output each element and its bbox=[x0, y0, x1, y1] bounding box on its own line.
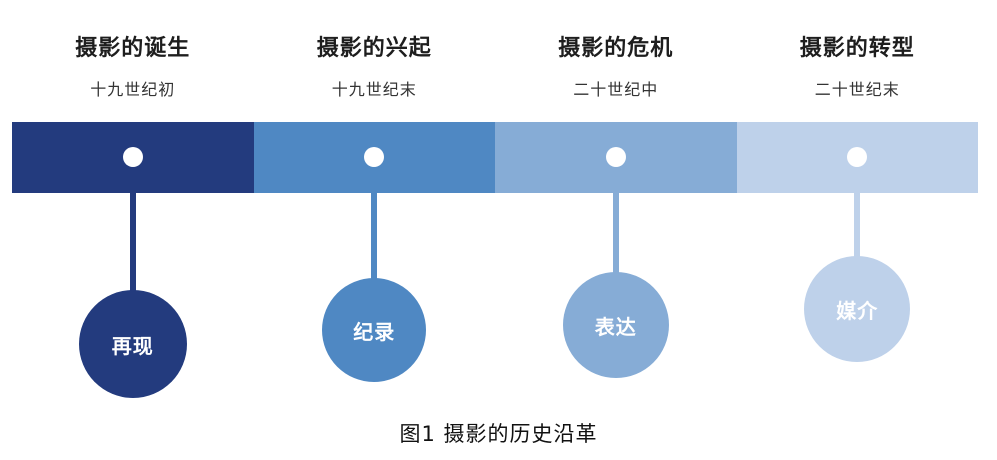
stage-period: 十九世纪末 bbox=[331, 80, 417, 99]
timeline-dot bbox=[847, 147, 868, 167]
history-timeline: 摄影的诞生 十九世纪初 再现 摄影的兴起 十九世纪末 纪录 摄影的危机 二十世纪… bbox=[12, 0, 978, 405]
stage-period: 二十世纪中 bbox=[573, 80, 659, 99]
keyword-circle: 媒介 bbox=[804, 256, 911, 362]
keyword-circle: 纪录 bbox=[322, 278, 427, 382]
stage-birth: 摄影的诞生 十九世纪初 再现 bbox=[12, 0, 254, 405]
timeline-dot bbox=[605, 147, 626, 167]
figure-caption: 图1 摄影的历史沿革 bbox=[399, 422, 598, 446]
keyword-label: 再现 bbox=[111, 333, 154, 358]
keyword-label: 媒介 bbox=[836, 298, 879, 323]
connector-line bbox=[129, 193, 136, 305]
keyword-label: 表达 bbox=[594, 314, 637, 339]
stage-title: 摄影的转型 bbox=[799, 36, 915, 61]
stage-period: 十九世纪初 bbox=[90, 80, 176, 99]
stage-period: 二十世纪末 bbox=[814, 80, 900, 99]
stage-title: 摄影的危机 bbox=[558, 36, 674, 61]
stage-rise: 摄影的兴起 十九世纪末 纪录 bbox=[253, 0, 495, 405]
keyword-label: 纪录 bbox=[353, 319, 396, 344]
stage-crisis: 摄影的危机 二十世纪中 表达 bbox=[495, 0, 737, 405]
keyword-circle: 再现 bbox=[78, 290, 187, 398]
keyword-circle: 表达 bbox=[562, 272, 669, 378]
stage-title: 摄影的兴起 bbox=[316, 36, 432, 61]
connector-line bbox=[612, 193, 619, 277]
timeline-dot bbox=[364, 147, 385, 167]
stage-title: 摄影的诞生 bbox=[75, 36, 191, 61]
connector-line bbox=[854, 193, 861, 259]
connector-line bbox=[371, 193, 378, 289]
stage-transformation: 摄影的转型 二十世纪末 媒介 bbox=[736, 0, 978, 405]
timeline-dot bbox=[122, 147, 143, 167]
